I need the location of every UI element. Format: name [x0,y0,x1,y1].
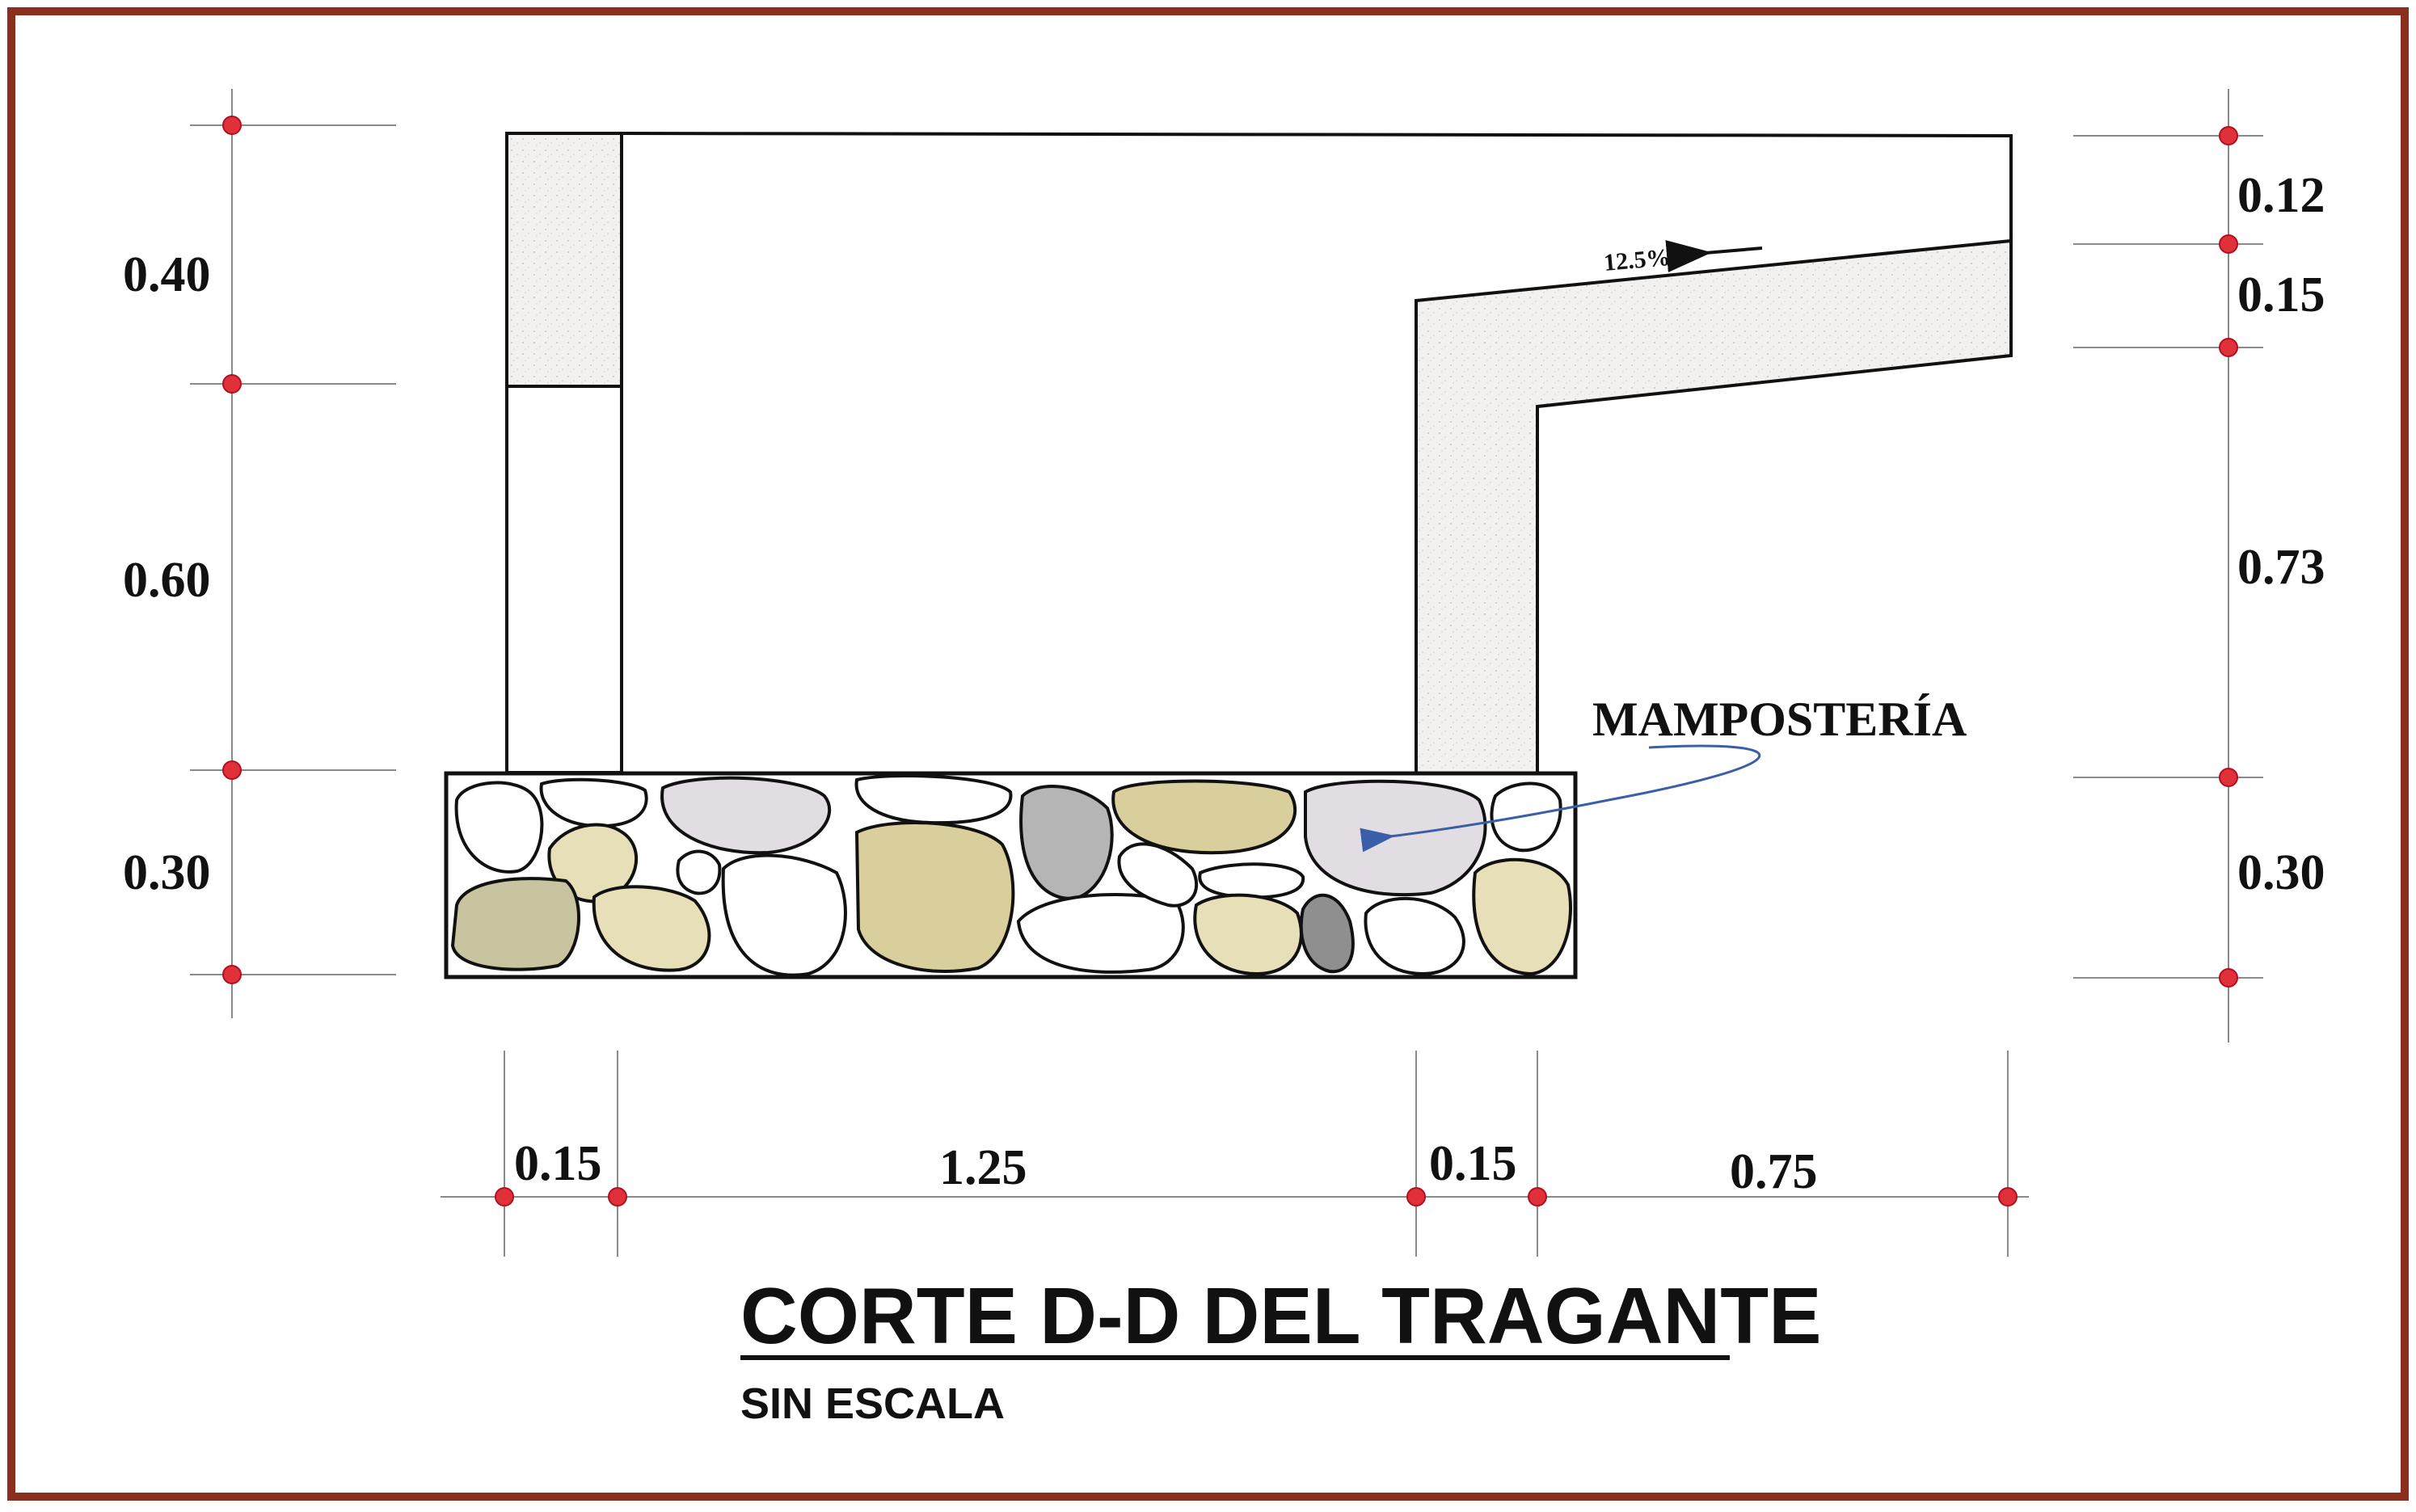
masonry-stone [1490,781,1562,853]
slope-annotation: 12.5% [1603,240,1763,276]
dimension-lines [190,89,2263,1257]
slope-arrow-icon [1665,240,1763,273]
left-wall [505,132,623,774]
masonry-stone [721,853,847,977]
masonry-stone [592,885,711,972]
drawing-subtitle: SIN ESCALA [740,1379,1005,1428]
right-dim-point-icon [2219,968,2238,988]
right-dim-point-icon [2219,234,2238,254]
right-dim-0: 0.12 [2237,168,2325,223]
left-wall-lower [505,385,623,774]
right-dim-point-icon [2219,768,2238,787]
masonry-stone [1472,857,1572,976]
bottom-dim-2: 0.15 [1429,1136,1517,1191]
bottom-dim-point-icon [1406,1187,1426,1207]
bottom-dim-point-icon [1528,1187,1547,1207]
masonry-stone [450,877,580,971]
masonry-stone [1016,893,1185,974]
right-dim-3: 0.30 [2237,845,2325,900]
bottom-dim-1: 1.25 [939,1140,1027,1195]
left-dim-point-icon [222,374,242,394]
right-dim-2: 0.73 [2237,540,2325,595]
masonry-stone [1193,893,1303,976]
drawing-title: CORTE D-D DEL TRAGANTE [740,1271,1822,1360]
left-dim-2: 0.30 [123,845,211,900]
right-dim-1: 0.15 [2237,267,2325,322]
slope-label: 12.5% [1603,244,1672,276]
right-dim-point-icon [2219,126,2238,145]
masonry-footing [444,771,1578,979]
masonry-stone [1111,779,1297,855]
masonry-stone [660,776,831,855]
left-dim-point-icon [222,760,242,780]
bottom-dim-0: 0.15 [514,1136,602,1191]
material-label: MAMPOSTERÍA [1592,693,1967,746]
masonry-stone [539,777,648,828]
masonry-stone [1299,893,1355,974]
bottom-dim-point-icon [1998,1187,2018,1207]
leader-arrow-icon [1360,744,1761,853]
bottom-dim-point-icon [495,1187,514,1207]
left-wall-top-block [505,132,623,388]
masonry-stone [854,821,1015,973]
masonry-stone [676,849,722,895]
masonry-stone [1304,779,1487,897]
left-dim-1: 0.60 [123,553,211,608]
left-dim-point-icon [222,965,242,984]
masonry-stones [450,774,1572,977]
chamber-outline [621,132,2013,241]
left-dim-0: 0.40 [123,247,211,302]
right-dim-point-icon [2219,338,2238,357]
masonry-stone [1364,896,1465,976]
bottom-dim-point-icon [608,1187,627,1207]
masonry-stone [454,781,544,874]
masonry-stone [1117,842,1199,908]
bottom-dim-3: 0.75 [1730,1144,1818,1199]
material-callout: MAMPOSTERÍA [1360,693,1967,853]
masonry-stone [854,774,1013,825]
masonry-stone [1198,862,1305,899]
masonry-stone [1019,785,1114,901]
left-dim-point-icon [222,116,242,135]
